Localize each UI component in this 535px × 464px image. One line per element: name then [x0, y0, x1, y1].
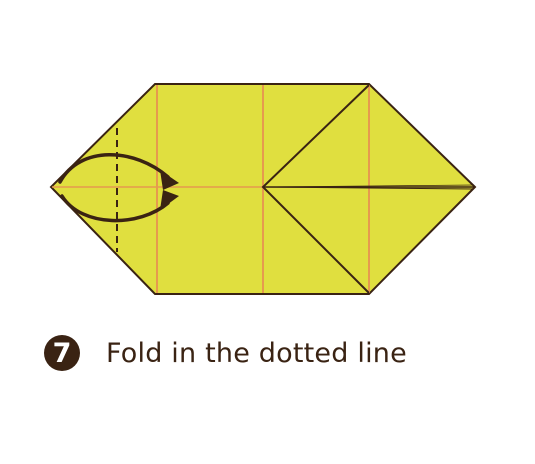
step-instruction: Fold in the dotted line — [106, 337, 407, 369]
fold-arrow-icon — [58, 153, 170, 184]
step-caption: 7 Fold in the dotted line — [44, 335, 407, 371]
flap-center-line — [262, 186, 475, 190]
step-number: 7 — [52, 337, 72, 369]
fold-arrow-icon — [60, 194, 170, 223]
step-number-badge: 7 — [44, 335, 80, 371]
arrowhead-icon — [160, 170, 179, 190]
arrowhead-icon — [160, 190, 179, 210]
flap-center-line — [262, 184, 475, 188]
